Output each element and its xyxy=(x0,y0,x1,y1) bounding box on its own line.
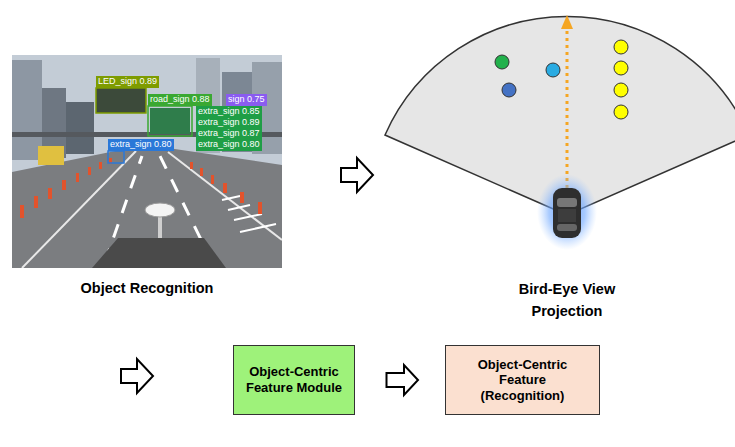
detection-label: road_sign 0.88 xyxy=(148,94,212,106)
feature-box: Object-Centric Feature (Recognition) xyxy=(445,345,600,415)
box-label: Object-Centric Feature (Recognition) xyxy=(467,357,579,404)
ego-car xyxy=(537,174,597,250)
flow-arrow xyxy=(387,365,419,395)
detection-label: extra_sign 0.80 xyxy=(196,139,262,151)
heading-arrow xyxy=(566,30,569,188)
flow-arrow xyxy=(121,359,153,393)
detection-label: extra_sign 0.80 xyxy=(108,139,174,151)
detection-label: sign 0.75 xyxy=(226,94,267,106)
object-dots xyxy=(495,40,628,119)
box-label: Object-Centric Feature Module xyxy=(240,364,348,395)
image-caption: Object Recognition xyxy=(47,277,247,299)
flow-arrow xyxy=(341,158,373,192)
road-photo xyxy=(12,55,282,268)
detection-label: LED_sign 0.89 xyxy=(96,76,159,88)
image-caption: Bird-Eye View Projection xyxy=(492,278,642,322)
module-box: Object-Centric Feature Module xyxy=(233,345,355,415)
